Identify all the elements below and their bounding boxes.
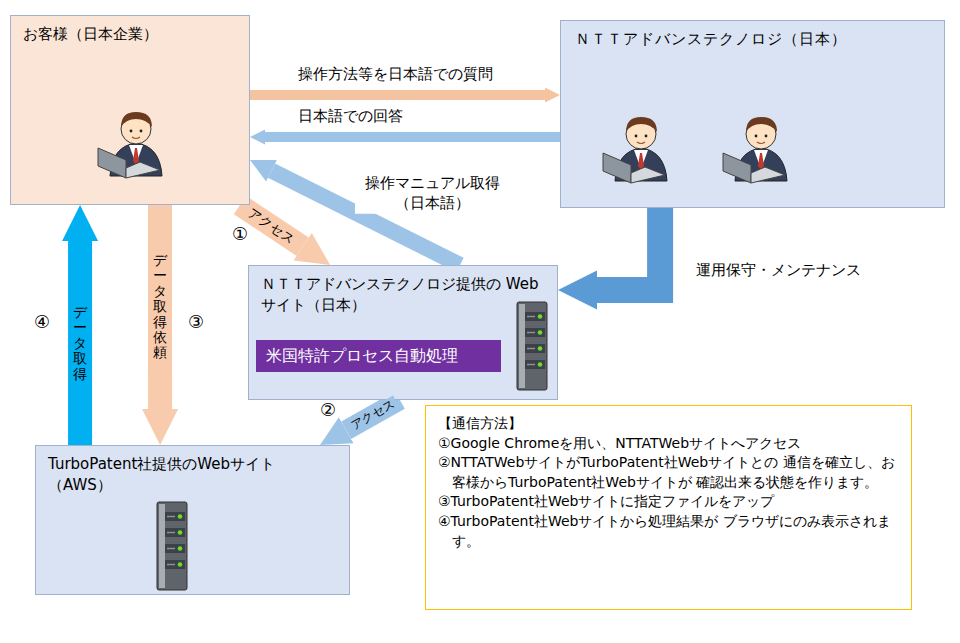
person-icon <box>96 104 176 180</box>
process-band: 米国特許プロセス自動処理 <box>256 340 501 372</box>
flow-arrow <box>250 90 545 100</box>
callout-number: ③ <box>188 312 204 332</box>
arrow-label: 操作マニュアル取得 （日本語） <box>355 173 509 214</box>
flow-arrow <box>265 132 560 142</box>
flow-arrow <box>68 241 92 445</box>
arrow-label: 日本語での回答 <box>296 106 405 126</box>
arrow-label: データ取得依頼 <box>151 250 169 364</box>
company-box: ＮＴＴアドバンステクノロジ（日本） <box>560 20 945 208</box>
box-heading: 米国特許プロセス自動処理 <box>266 345 491 367</box>
note-item: ①Google Chromeを用い、NTTATWebサイトへアクセス <box>438 434 899 454</box>
arrow-label: アクセス <box>243 203 300 248</box>
box-heading: TurboPatent社提供のWebサイト （AWS） <box>48 454 337 496</box>
aws-site-box: TurboPatent社提供のWebサイト （AWS） <box>35 445 350 595</box>
note-box: 【通信方法】①Google Chromeを用い、NTTATWebサイトへアクセス… <box>425 405 912 610</box>
box-heading: お客様（日本企業） <box>23 24 237 45</box>
person-icon <box>721 109 801 185</box>
callout-number: ④ <box>34 312 50 332</box>
box-heading: ＮＴＴアドバンステクノロジ提供の Webサイト（日本） <box>261 274 545 316</box>
note-item: ④TurboPatent社Webサイトから処理結果が ブラウザにのみ表示されます… <box>438 512 899 551</box>
callout-number: ② <box>320 400 336 420</box>
arrow-label: 運用保守・メンテナンス <box>694 260 863 280</box>
box-heading: ＮＴＴアドバンステクノロジ（日本） <box>575 29 930 50</box>
note-heading: 【通信方法】 <box>438 414 899 434</box>
arrow-label: 操作方法等を日本語での質問 <box>296 64 495 84</box>
note-item: ②NTTATWebサイトがTurboPatent社Webサイトとの 通信を確立し… <box>438 453 899 492</box>
server-icon <box>156 501 190 593</box>
server-icon <box>516 301 550 393</box>
note-item: ③TurboPatent社Webサイトに指定ファイルをアップ <box>438 492 899 512</box>
person-icon <box>601 109 681 185</box>
website-box: ＮＴＴアドバンステクノロジ提供の Webサイト（日本） 米国特許プロセス自動処理 <box>248 265 558 400</box>
customer-box: お客様（日本企業） <box>10 15 250 205</box>
flow-arrow <box>597 208 660 290</box>
flow-arrow <box>148 205 172 409</box>
callout-number: ① <box>232 224 248 244</box>
arrow-label: データ取得 <box>71 302 89 385</box>
